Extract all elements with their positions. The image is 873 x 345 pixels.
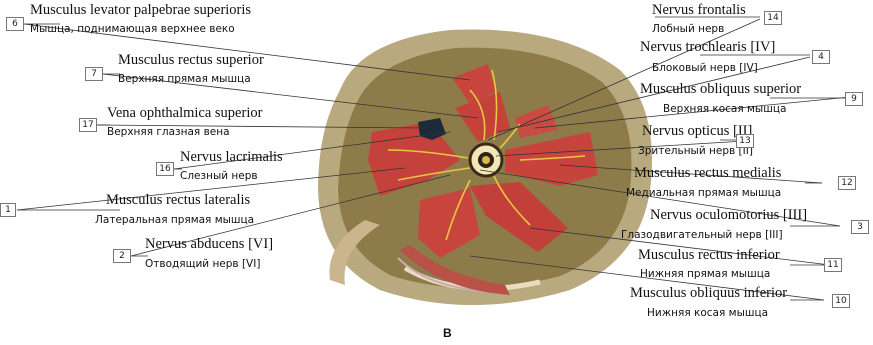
label-num-12: 12 (838, 176, 856, 190)
label-latin-12: Musculus rectus medialis (634, 166, 781, 181)
label-num-6: 6 (6, 17, 24, 31)
label-latin-10: Musculus obliquus inferior (630, 286, 787, 301)
label-num-10: 10 (832, 294, 850, 308)
label-latin-1: Musculus rectus lateralis (106, 193, 250, 208)
label-russian-6: Мышца, поднимающая верхнее веко (30, 23, 235, 35)
label-latin-6: Musculus levator palpebrae superioris (30, 3, 251, 18)
figure-label: В (443, 326, 452, 340)
label-russian-10: Нижняя косая мышца (647, 307, 768, 319)
label-latin-17: Vena ophthalmica superior (107, 106, 262, 121)
label-latin-3: Nervus oculomotorius [III] (650, 208, 807, 223)
label-russian-11: Нижняя прямая мышца (640, 268, 770, 280)
label-num-1: 1 (0, 203, 16, 217)
label-num-16: 16 (156, 162, 174, 176)
label-russian-16: Слезный нерв (180, 170, 258, 182)
label-russian-14: Лобный нерв (652, 23, 724, 35)
label-num-17: 17 (79, 118, 97, 132)
label-russian-9: Верхняя косая мышца (663, 103, 786, 115)
label-latin-11: Musculus rectus inferior (638, 248, 780, 263)
label-num-3: 3 (851, 220, 869, 234)
label-num-4: 4 (812, 50, 830, 64)
label-latin-9: Musculus obliquus superior (640, 82, 801, 97)
label-latin-16: Nervus lacrimalis (180, 150, 283, 165)
label-latin-2: Nervus abducens [VI] (145, 237, 273, 252)
label-russian-7: Верхняя прямая мышца (118, 73, 251, 85)
label-russian-3: Глазодвигательный нерв [III] (621, 229, 783, 241)
label-latin-4: Nervus trochlearis [IV] (640, 40, 775, 55)
label-num-14: 14 (764, 11, 782, 25)
label-russian-17: Верхняя глазная вена (107, 126, 230, 138)
label-num-13: 13 (736, 134, 754, 148)
label-russian-2: Отводящий нерв [VI] (145, 258, 260, 270)
label-num-7: 7 (85, 67, 103, 81)
label-russian-1: Латеральная прямая мышца (95, 214, 254, 226)
label-latin-7: Musculus rectus superior (118, 53, 264, 68)
label-num-11: 11 (824, 258, 842, 272)
label-russian-12: Медиальная прямая мышца (626, 187, 781, 199)
label-num-9: 9 (845, 92, 863, 106)
label-latin-14: Nervus frontalis (652, 3, 746, 18)
label-num-2: 2 (113, 249, 131, 263)
label-russian-4: Блоковый нерв [IV] (652, 62, 758, 74)
